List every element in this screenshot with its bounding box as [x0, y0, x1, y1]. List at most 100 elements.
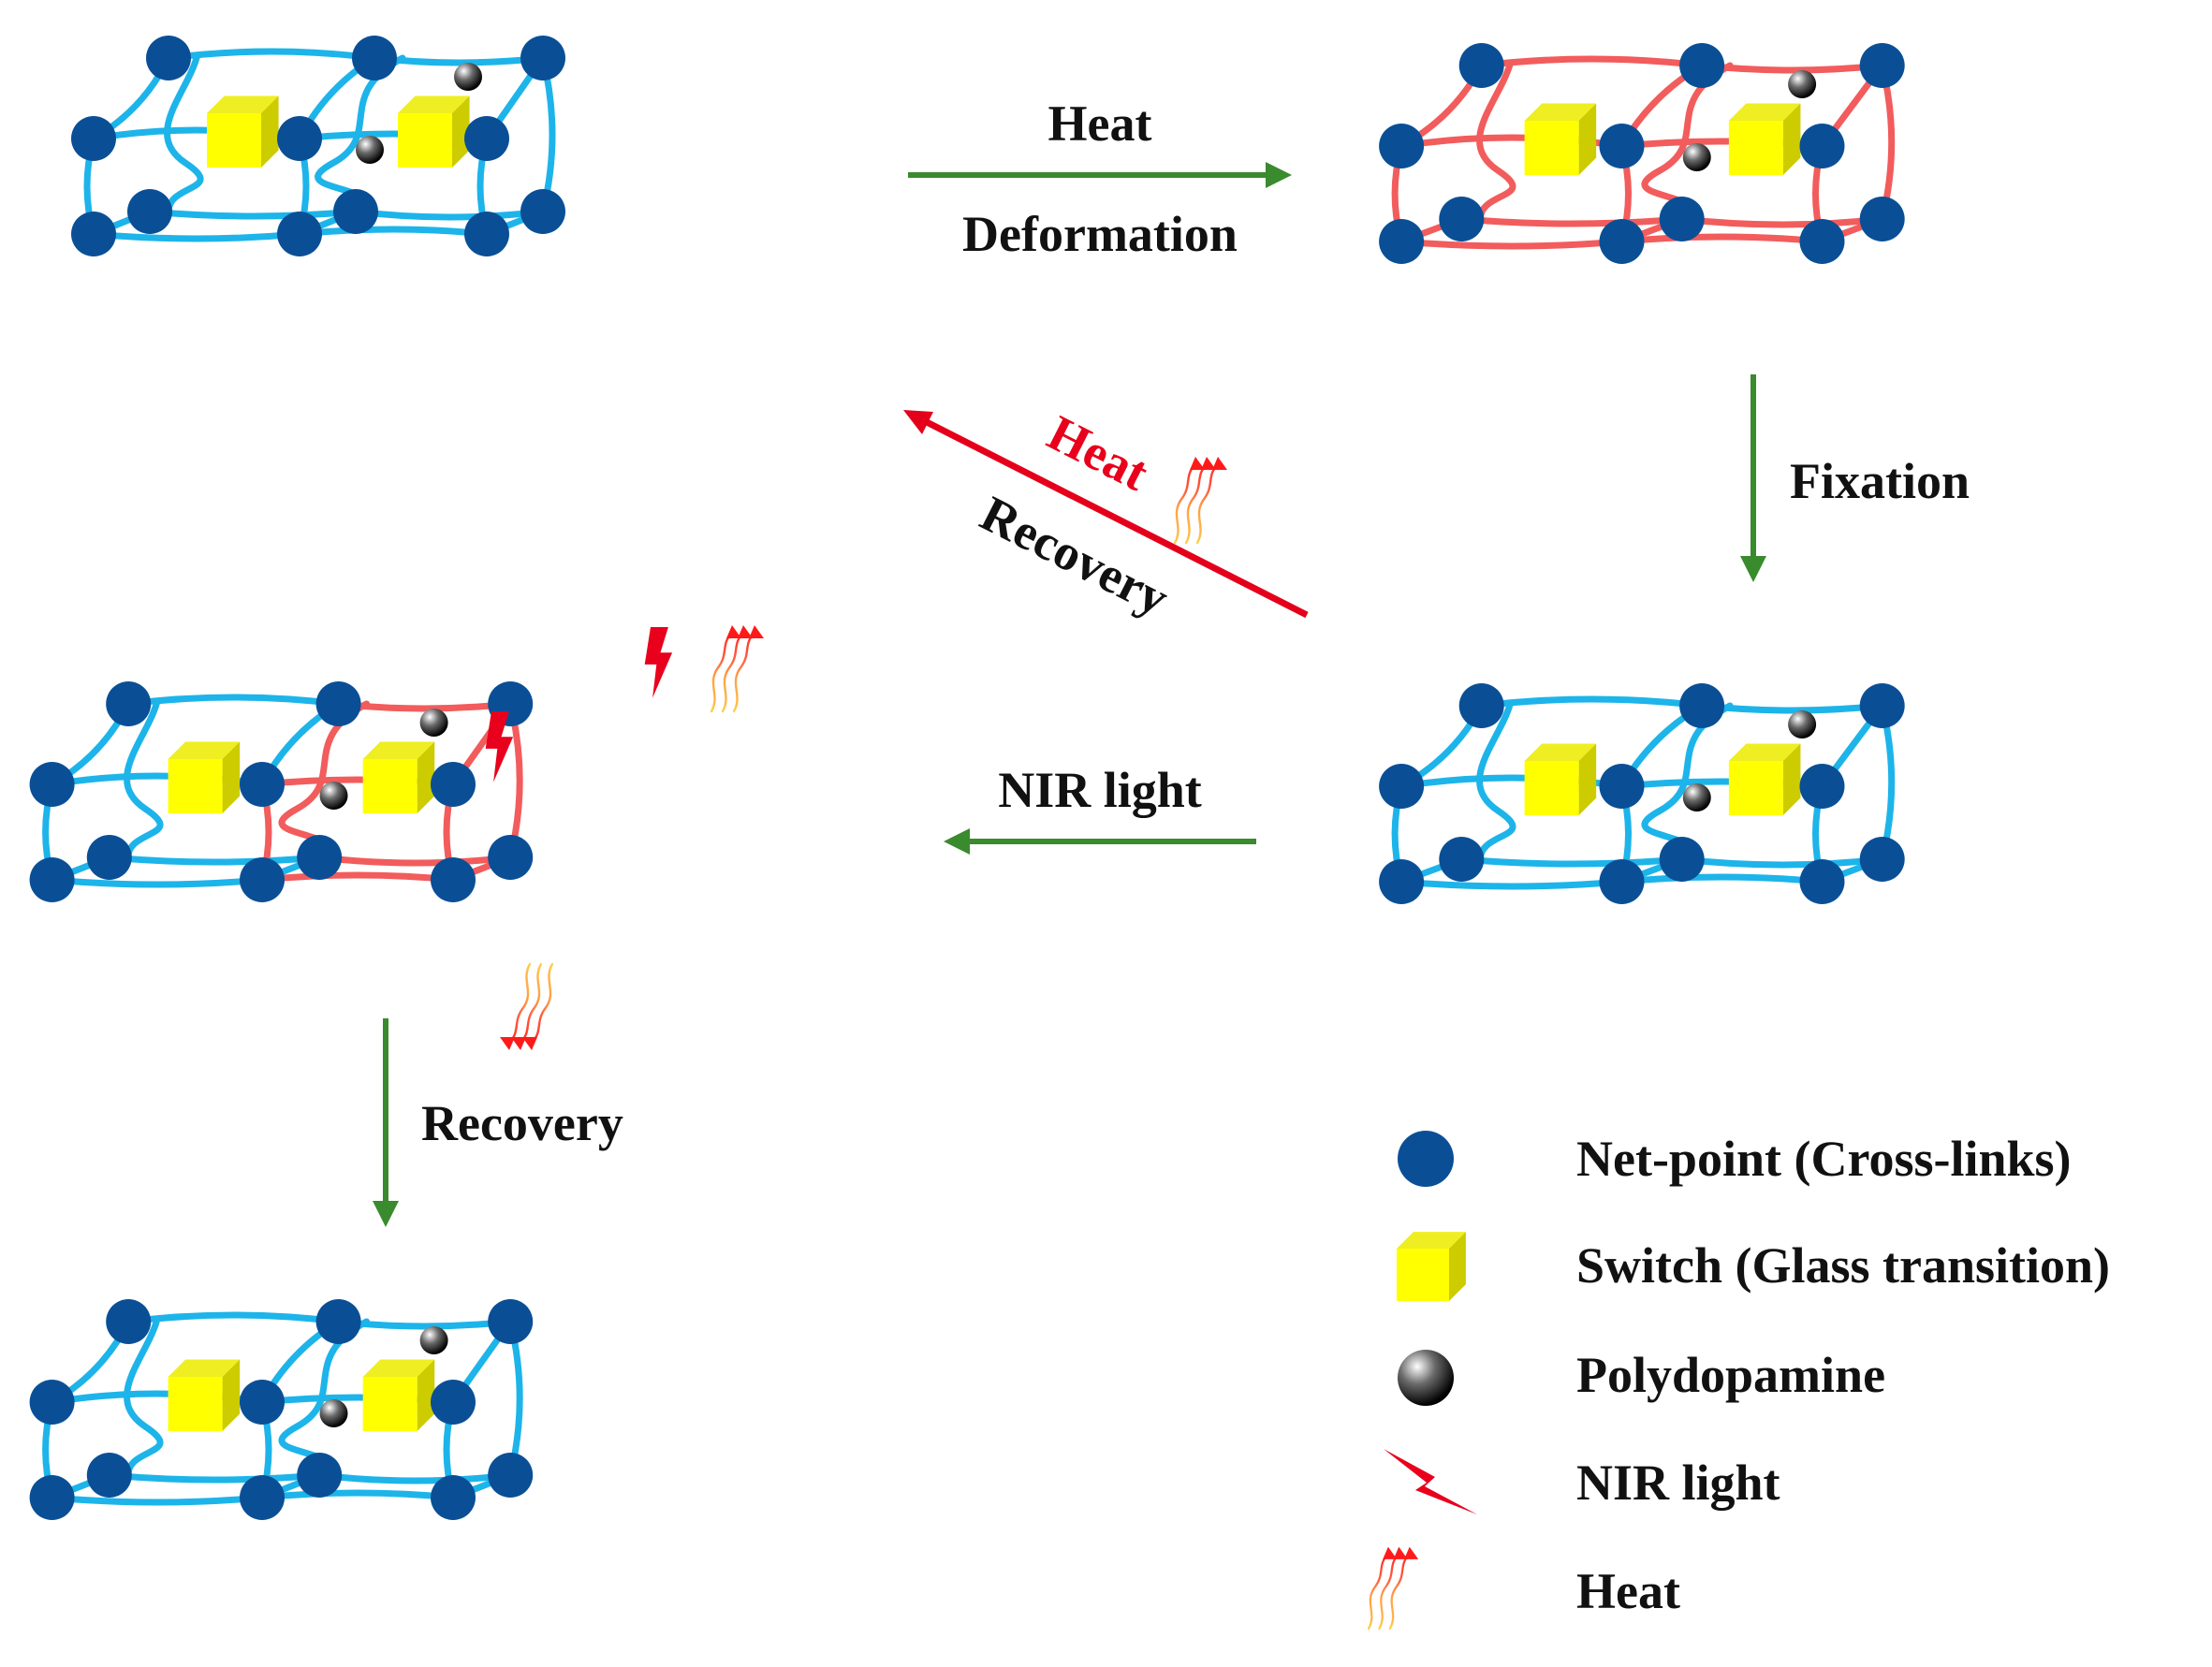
networks-layer: [29, 36, 1905, 1520]
netpoint-icon: [1799, 124, 1845, 168]
original-network: [71, 36, 565, 256]
netpoint-icon: [297, 1453, 343, 1498]
netpoint-icon: [1458, 683, 1504, 728]
polymer-chain: [352, 208, 547, 221]
netpoint-icon: [1379, 124, 1425, 168]
netpoint-icon: [488, 1299, 534, 1344]
netpoint-icon: [1799, 859, 1845, 904]
recovery-label: Recovery: [421, 1095, 623, 1151]
switch-cube-icon: [1524, 103, 1597, 175]
polymer-chain: [1678, 855, 1886, 869]
legend-item-polydopamine: Polydopamine: [1398, 1347, 1885, 1406]
netpoint-icon: [1799, 219, 1845, 264]
netpoint-icon: [464, 116, 509, 161]
legend-item-heat: Heat: [1367, 1546, 1680, 1630]
heat-waves-icon: [500, 962, 554, 1050]
irradiated-network: [29, 625, 764, 1050]
polymer-chain: [49, 1494, 266, 1506]
polydopamine-icon: [1682, 143, 1711, 171]
polymer-chain: [506, 1318, 523, 1479]
polymer-chain: [106, 1471, 323, 1484]
polydopamine-icon: [356, 136, 384, 164]
netpoint-icon: [29, 762, 75, 807]
polymer-chain: [539, 54, 556, 215]
switch-cube-icon: [1728, 743, 1801, 815]
polymer-chain: [106, 854, 323, 866]
legend-item-netpoint: Net-point (Cross-links): [1398, 1131, 2072, 1187]
nir-light-arrow: NIR light: [944, 762, 1256, 855]
netpoint-icon: [1679, 683, 1725, 728]
netpoint-icon: [277, 116, 322, 161]
netpoint-icon: [297, 835, 343, 880]
netpoint-icon: [29, 857, 75, 902]
heat-waves-icon: [710, 625, 764, 713]
netpoint-icon: [1859, 43, 1905, 88]
polymer-chain: [1476, 62, 1516, 223]
fixed-network: [1379, 683, 1905, 904]
switch-cube-icon: [168, 1359, 241, 1431]
polymer-chain: [296, 226, 491, 238]
polydopamine-icon: [319, 1399, 348, 1427]
switch-cube-icon: [362, 1359, 435, 1431]
netpoint-icon: [431, 1475, 476, 1520]
polydopamine-icon: [1788, 710, 1817, 738]
deformation-label: Deformation: [962, 206, 1238, 262]
netpoint-icon: [1659, 837, 1705, 882]
legend-label: Heat: [1576, 1563, 1680, 1619]
netpoint-icon: [1379, 219, 1425, 264]
polymer-chain: [165, 48, 378, 62]
polymer-chain: [1398, 238, 1625, 250]
polymer-chain: [90, 230, 303, 242]
nir-bolt-icon: [644, 627, 673, 698]
heat-recovery-arrow: Heat Recovery: [903, 404, 1309, 627]
polymer-chain: [315, 1471, 514, 1484]
netpoint-icon: [1659, 197, 1705, 241]
netpoint-icon: [71, 116, 116, 161]
polydopamine-icon: [419, 1326, 448, 1354]
netpoint-icon: [240, 857, 285, 902]
switch-cube-icon: [1524, 743, 1597, 815]
legend-label: Polydopamine: [1576, 1347, 1885, 1403]
netpoint-icon: [1439, 197, 1485, 241]
netpoint-icon: [1379, 764, 1425, 809]
heat-deformation-arrow: Heat Deformation: [908, 95, 1292, 262]
polymer-chain: [146, 208, 359, 220]
polydopamine-icon: [454, 63, 482, 91]
legend-label: Net-point (Cross-links): [1576, 1131, 2072, 1187]
polymer-chain: [124, 700, 164, 861]
polymer-chain: [1678, 215, 1886, 228]
polydopamine-icon: [419, 709, 448, 737]
legend-item-nir: NIR light: [1384, 1449, 1780, 1514]
heat-waves-icon: [1367, 1546, 1419, 1630]
nir-bolt-icon: [1384, 1449, 1477, 1514]
netpoint-icon: [1859, 197, 1905, 241]
netpoint-icon: [1679, 43, 1725, 88]
netpoint-icon: [106, 681, 152, 726]
netpoint-icon: [277, 212, 322, 256]
polydopamine-icon: [1398, 1350, 1454, 1406]
switch-cube-icon: [362, 741, 435, 813]
netpoint-icon: [240, 1475, 285, 1520]
heat-recovery-recovery-label: Recovery: [972, 485, 1178, 626]
netpoint-icon: [29, 1475, 75, 1520]
netpoint-icon: [71, 212, 116, 256]
netpoint-icon: [333, 189, 378, 234]
netpoint-icon: [1799, 764, 1845, 809]
recovery-arrow: Recovery: [373, 1018, 623, 1227]
fixation-arrow: Fixation: [1740, 374, 1970, 582]
polymer-chain: [1398, 878, 1625, 890]
switch-cube-icon: [1728, 103, 1801, 175]
polymer-chain: [1619, 873, 1825, 885]
deformed-network: [1379, 43, 1905, 264]
switch-cube-icon: [1397, 1232, 1466, 1301]
polymer-chain: [1619, 233, 1825, 245]
polymer-chain: [1879, 62, 1896, 223]
heat-label: Heat: [1048, 95, 1152, 152]
polymer-chain: [258, 871, 457, 884]
recovered-network: [29, 1299, 534, 1520]
polymer-chain: [49, 876, 266, 888]
polymer-chain: [1478, 55, 1706, 69]
polymer-chain: [1458, 855, 1686, 868]
polymer-chain: [164, 54, 204, 215]
